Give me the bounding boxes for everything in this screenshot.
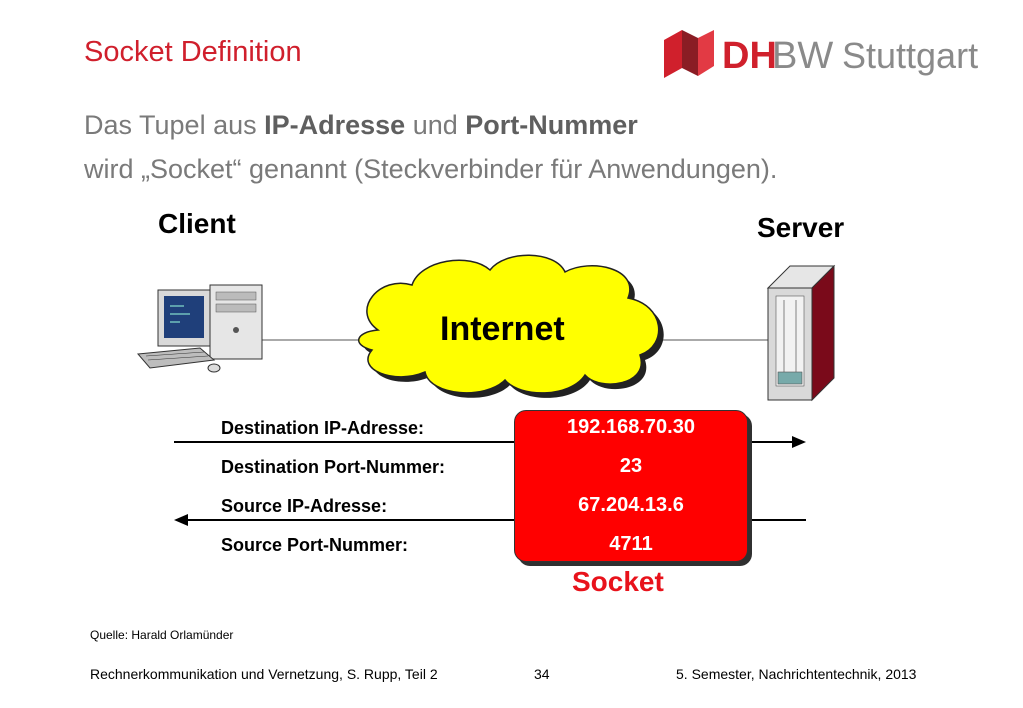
server-label: Server — [757, 212, 845, 243]
source-port-value: 4711 — [609, 533, 653, 555]
internet-label: Internet — [440, 310, 565, 348]
client-label: Client — [158, 208, 236, 239]
logo-bw-text: BW — [772, 35, 834, 77]
source-ip-value: 67.204.13.6 — [578, 494, 684, 516]
dhbw-logo: DH BW Stuttgart — [660, 26, 980, 86]
destination-port-value: 23 — [619, 455, 643, 477]
intro-ip-adresse: IP-Adresse — [264, 110, 406, 140]
source-ip-label: Source IP-Adresse: — [221, 496, 388, 516]
internet-cloud-icon — [358, 254, 664, 398]
destination-ip-value: 192.168.70.30 — [567, 416, 695, 438]
logo-dh-text: DH — [722, 35, 777, 77]
socket-box — [514, 410, 748, 562]
socket-label: Socket — [572, 566, 664, 597]
desktop-computer-icon — [136, 284, 263, 373]
destination-ip-label: Destination IP-Adresse: — [221, 418, 425, 438]
intro-text-c: und — [405, 110, 466, 140]
server-tower-icon — [766, 264, 836, 402]
footer-course: Rechnerkommunikation und Vernetzung, S. … — [90, 666, 438, 682]
source-port-label: Source Port-Nummer: — [221, 535, 409, 555]
footer-semester: 5. Semester, Nachrichtentechnik, 2013 — [676, 666, 917, 682]
logo-city-text: Stuttgart — [842, 35, 979, 76]
footer-page-number: 34 — [534, 666, 550, 682]
slide-title: Socket Definition — [84, 36, 302, 68]
destination-port-label: Destination Port-Nummer: — [221, 457, 446, 477]
intro-port-nummer: Port-Nummer — [465, 110, 638, 140]
intro-line-1: Das Tupel aus IP-Adresse und Port-Nummer — [84, 110, 638, 141]
intro-text-a: Das Tupel aus — [84, 110, 265, 140]
source-citation: Quelle: Harald Orlamünder — [90, 628, 234, 642]
intro-line-2: wird „Socket“ genannt (Steckverbinder fü… — [84, 154, 778, 184]
dhbw-logo-mark-icon — [664, 30, 714, 78]
